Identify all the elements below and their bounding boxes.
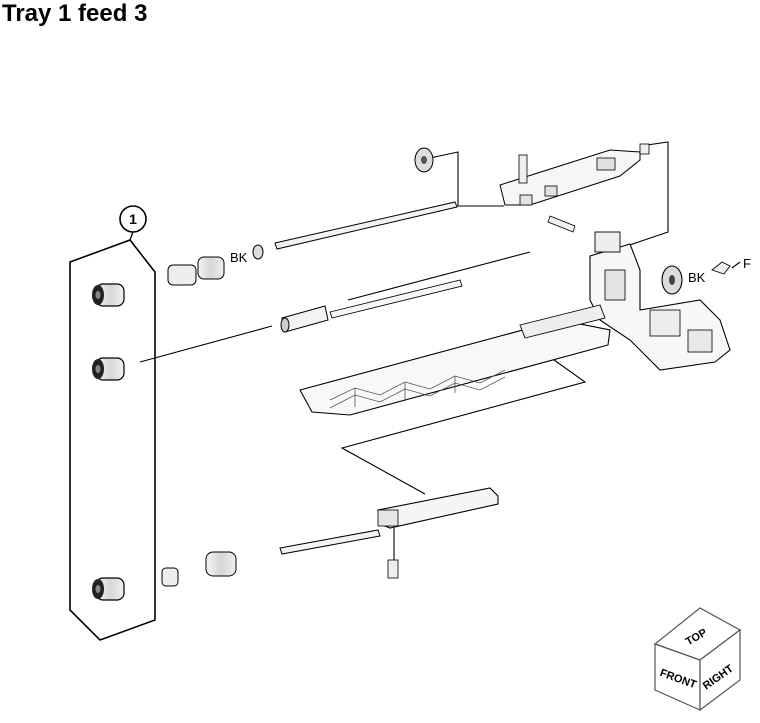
bk-top-washer [252, 244, 264, 260]
label-f-right: F [743, 256, 751, 271]
right-side-frame [589, 231, 731, 371]
pick-roller-1 [92, 283, 125, 307]
label-bk-top: BK [230, 250, 248, 265]
lower-assembly [161, 487, 499, 587]
f-clip [711, 261, 731, 275]
orientation-cube: TOP FRONT RIGHT [653, 607, 742, 712]
pick-roller-3 [92, 577, 125, 601]
roller-set-upper [167, 244, 264, 286]
leader-lines [139, 141, 741, 560]
callout-1-panel: 1 [69, 205, 156, 641]
middle-shaft-assembly [280, 279, 463, 333]
upper-shaft-assembly [274, 143, 650, 250]
pick-roller-2 [92, 357, 125, 381]
label-bk-right: BK [688, 270, 706, 285]
truss-frame [299, 304, 611, 416]
callout-1-circle [119, 205, 147, 233]
callout-1-number: 1 [129, 211, 137, 227]
page-title: Tray 1 feed 3 [2, 0, 148, 27]
